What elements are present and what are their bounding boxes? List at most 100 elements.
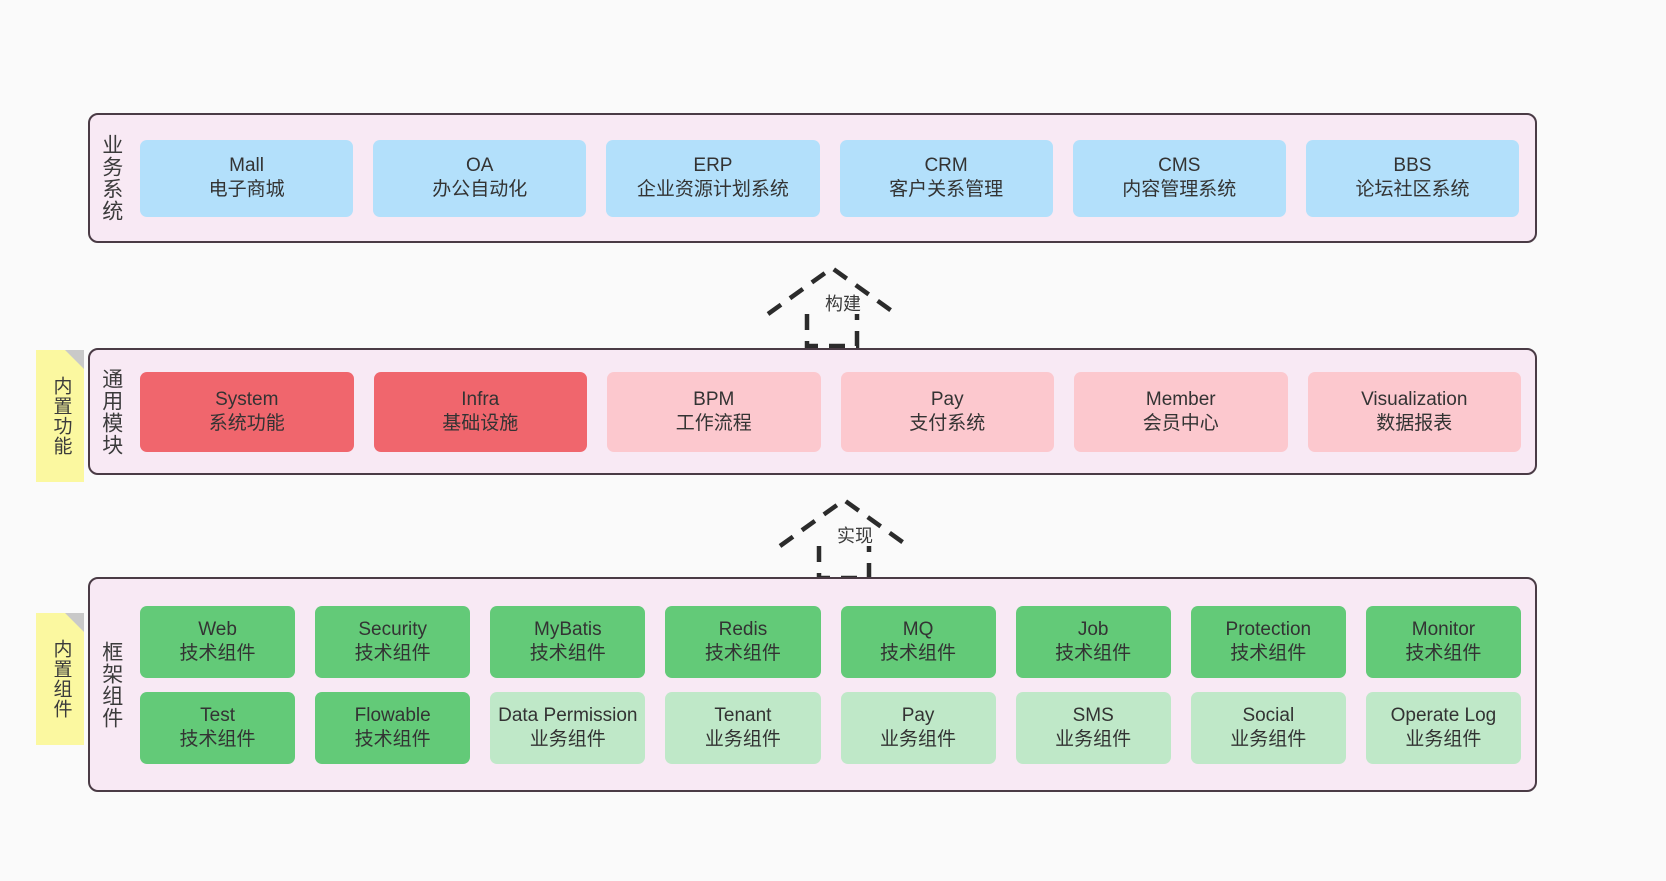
card-sms[interactable]: SMS 业务组件 [1015,691,1171,764]
card-subtitle: 系统功能 [208,412,285,434]
spacer [821,606,841,678]
card-title: Protection [1225,618,1312,640]
card-redis[interactable]: Redis 技术组件 [665,605,821,678]
arrow-build-icon [766,265,898,349]
card-erp[interactable]: ERP 企业资源计划系统 [606,139,820,217]
card-subtitle: 客户关系管理 [889,179,1004,200]
card-system[interactable]: System 系统功能 [140,371,354,452]
card-test[interactable]: Test 技术组件 [140,691,296,764]
layer-common-modules-title: 通用模块 [99,367,123,456]
note-builtin-component: 内置组件 [36,613,84,745]
card-subtitle: 内容管理系统 [1122,179,1237,200]
card-title: Redis [718,618,768,640]
card-mq[interactable]: MQ 技术组件 [840,605,996,678]
card-bbs[interactable]: BBS 论坛社区系统 [1305,139,1520,217]
card-subtitle: 电子商城 [208,179,285,200]
spacer [295,606,315,678]
card-title: Security [358,618,427,640]
card-social[interactable]: Social 业务组件 [1190,691,1346,764]
card-title: ERP [693,155,733,177]
card-title: Flowable [354,704,431,726]
card-title: Member [1145,388,1216,410]
card-crm[interactable]: CRM 客户关系管理 [839,139,1053,217]
card-pay-module[interactable]: Pay 支付系统 [840,371,1054,452]
spacer [1171,692,1191,764]
arrow-implement: 实现 [772,490,922,582]
card-title: System [215,388,279,410]
card-subtitle: 技术组件 [354,642,431,664]
card-bpm[interactable]: BPM 工作流程 [607,371,821,452]
spacer [295,692,315,764]
spacer [353,140,373,217]
spacer [1346,692,1366,764]
card-mybatis[interactable]: MyBatis 技术组件 [490,605,646,678]
spacer [821,692,841,764]
card-title: Infra [461,388,500,410]
card-visualization[interactable]: Visualization 数据报表 [1307,371,1521,452]
spacer [996,692,1016,764]
card-security[interactable]: Security 技术组件 [315,605,471,678]
card-subtitle: 技术组件 [1230,642,1307,664]
layer-framework-components-title: 框架组件 [99,640,123,729]
card-title: MyBatis [534,618,602,640]
card-subtitle: 工作流程 [675,412,752,434]
spacer [645,692,665,764]
card-subtitle: 技术组件 [529,642,606,664]
card-cms[interactable]: CMS 内容管理系统 [1072,139,1286,217]
card-oa[interactable]: OA 办公自动化 [373,139,587,217]
spacer [1054,372,1074,452]
layer-common-modules: 通用模块 System 系统功能 Infra 基础设施 BPM 工作流程 Pay… [88,348,1537,475]
card-title: Visualization [1361,388,1468,410]
card-subtitle: 企业资源计划系统 [636,179,789,200]
card-operate-log[interactable]: Operate Log 业务组件 [1365,691,1521,764]
card-subtitle: 业务组件 [1405,728,1482,750]
card-subtitle: 技术组件 [179,642,256,664]
card-subtitle: 业务组件 [704,728,781,750]
card-web[interactable]: Web 技术组件 [140,605,296,678]
card-data-permission[interactable]: Data Permission 业务组件 [490,691,646,764]
spacer [586,140,606,217]
note-builtin-function-label: 内置功能 [50,376,72,456]
card-subtitle: 基础设施 [442,412,519,434]
card-member[interactable]: Member 会员中心 [1074,371,1288,452]
card-subtitle: 技术组件 [354,728,431,750]
card-subtitle: 数据报表 [1376,412,1453,434]
note-builtin-function: 内置功能 [36,350,84,482]
card-title: CMS [1158,155,1201,177]
card-subtitle: 技术组件 [704,642,781,664]
card-title: Operate Log [1390,704,1497,726]
layer-common-modules-body: System 系统功能 Infra 基础设施 BPM 工作流程 Pay 支付系统… [132,350,1535,473]
card-title: Monitor [1411,618,1476,640]
spacer [587,372,607,452]
card-infra[interactable]: Infra 基础设施 [373,371,587,452]
arrow-build: 构建 [760,258,910,350]
card-mall[interactable]: Mall 电子商城 [140,139,354,217]
card-title: Data Permission [498,704,638,726]
card-title: BPM [693,388,735,410]
spacer [821,372,841,452]
card-flowable[interactable]: Flowable 技术组件 [315,691,471,764]
arrow-implement-icon [778,497,910,581]
card-job[interactable]: Job 技术组件 [1015,605,1171,678]
layer-business-systems: 业务系统 Mall 电子商城 OA 办公自动化 ERP 企业资源计划系统 CRM… [88,113,1537,243]
card-monitor[interactable]: Monitor 技术组件 [1365,605,1521,678]
business-card-row: Mall 电子商城 OA 办公自动化 ERP 企业资源计划系统 CRM 客户关系… [140,139,1520,217]
card-title: Pay [930,388,964,410]
layer-business-systems-body: Mall 电子商城 OA 办公自动化 ERP 企业资源计划系统 CRM 客户关系… [132,115,1535,241]
card-title: SMS [1072,704,1114,726]
card-tenant[interactable]: Tenant 业务组件 [665,691,821,764]
card-subtitle: 业务组件 [1055,728,1132,750]
card-subtitle: 技术组件 [1055,642,1132,664]
layer-framework-components: 框架组件 Web 技术组件 Security 技术组件 MyBatis 技术组件… [88,577,1537,792]
card-title: Job [1077,618,1109,640]
spacer [1053,140,1073,217]
card-title: BBS [1393,155,1432,177]
card-subtitle: 会员中心 [1142,412,1219,434]
card-subtitle: 业务组件 [1230,728,1307,750]
card-title: OA [466,155,494,177]
layer-framework-components-body: Web 技术组件 Security 技术组件 MyBatis 技术组件 Redi… [132,579,1535,790]
card-subtitle: 办公自动化 [432,179,528,200]
card-pay-component[interactable]: Pay 业务组件 [840,691,996,764]
card-protection[interactable]: Protection 技术组件 [1190,605,1346,678]
spacer [1346,606,1366,678]
